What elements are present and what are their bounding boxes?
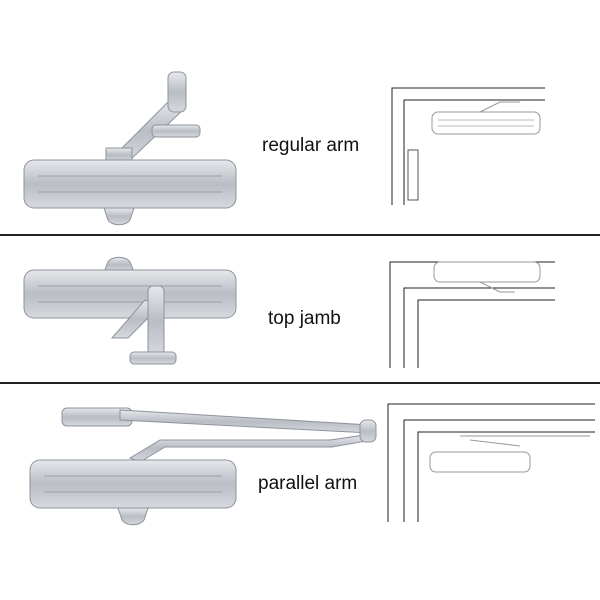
parallel-arm-closer: [29, 407, 377, 526]
label-top-jamb: top jamb: [268, 308, 341, 329]
label-parallel-arm: parallel arm: [258, 473, 358, 494]
section-divider: [0, 382, 600, 384]
top-jamb-schematic: [389, 261, 555, 368]
label-regular-arm: regular arm: [262, 135, 360, 156]
section-divider: [0, 234, 600, 236]
regular-arm-schematic: [391, 87, 545, 205]
parallel-arm-schematic: [387, 403, 595, 522]
top-jamb-closer: [23, 256, 237, 365]
regular-arm-closer: [23, 71, 237, 226]
